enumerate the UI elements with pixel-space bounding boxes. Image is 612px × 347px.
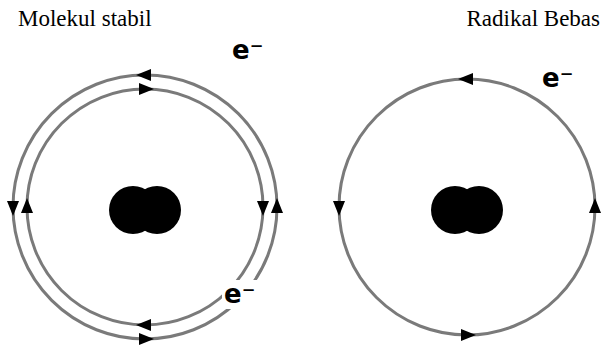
electron-label: e⁻: [540, 64, 575, 93]
orbit-arrow: [271, 198, 283, 213]
orbit-arrow: [139, 83, 154, 95]
outer-orbit: [13, 75, 277, 339]
electron-label: e⁻: [222, 280, 257, 309]
orbit-arrow: [333, 201, 345, 216]
panel-title: Radikal Bebas: [467, 6, 601, 31]
nucleus: [133, 186, 181, 234]
orbit-arrow: [461, 329, 476, 341]
single-orbit: [339, 79, 595, 335]
orbit-arrow: [21, 198, 33, 213]
orbit-arrow: [257, 201, 269, 216]
panel-title: Molekul stabil: [18, 6, 152, 31]
orbit-arrow: [7, 201, 19, 216]
inner-orbit: [27, 89, 263, 325]
orbit-arrow: [139, 333, 154, 345]
orbit-arrow: [458, 73, 473, 85]
orbit-arrow: [136, 69, 151, 81]
orbit-arrow: [136, 319, 151, 331]
orbit-arrow: [589, 198, 601, 213]
nucleus: [455, 186, 503, 234]
electron-label: e⁻: [230, 36, 265, 65]
